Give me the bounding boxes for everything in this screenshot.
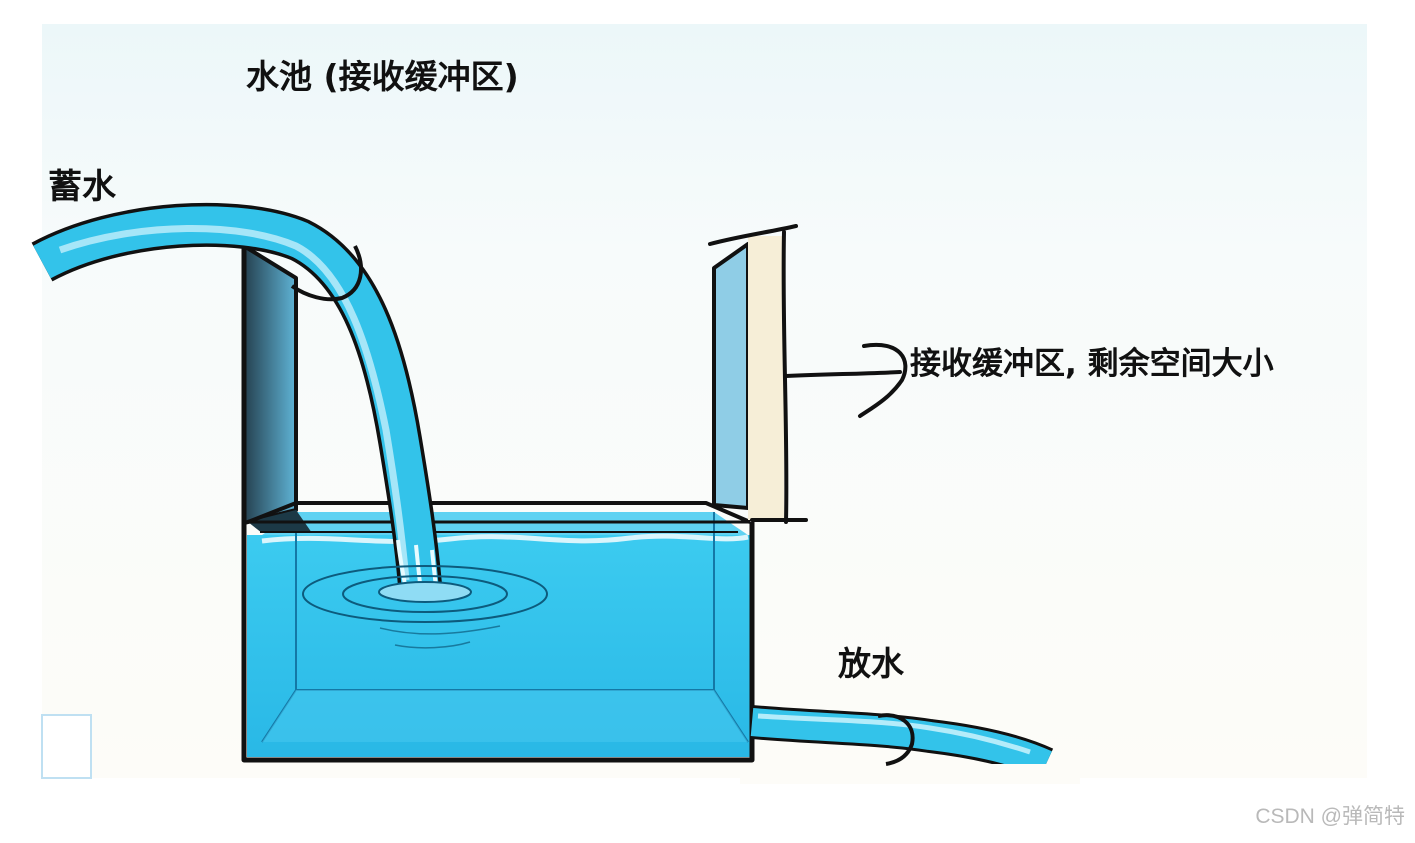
release-water-label: 放水 bbox=[838, 644, 904, 683]
tank-rim bbox=[247, 501, 751, 524]
inlet-hose-band bbox=[290, 245, 363, 302]
tank-back-right-wall bbox=[712, 242, 750, 510]
outlet-hose-highlight bbox=[757, 713, 1031, 755]
ripple-mid bbox=[342, 575, 508, 613]
buffer-space-panel bbox=[748, 236, 784, 520]
tank-outline bbox=[241, 246, 755, 763]
tank-floor bbox=[262, 690, 748, 742]
ripple-inner bbox=[378, 581, 472, 603]
buffer-top-mark bbox=[708, 224, 798, 246]
water-waves bbox=[261, 533, 749, 545]
remaining-space-label: 接收缓冲区, 剩余空间大小 bbox=[910, 346, 1274, 382]
store-water-label: 蓄水 bbox=[48, 167, 116, 207]
corner-tab bbox=[41, 714, 92, 779]
buffer-right-edge bbox=[781, 230, 789, 524]
ripple-reflection bbox=[379, 625, 501, 649]
pointer-bracket bbox=[858, 342, 908, 418]
outlet-hose bbox=[750, 708, 1052, 777]
tank-back-left-wall bbox=[242, 244, 298, 525]
watermark: CSDN @弹简特 bbox=[1255, 805, 1405, 828]
ripple-outer bbox=[302, 565, 548, 623]
pool-title-label: 水池 (接收缓冲区) bbox=[246, 57, 519, 96]
outlet-hose-mask bbox=[740, 764, 1080, 784]
outlet-hose-band bbox=[877, 713, 915, 766]
pointer-line bbox=[784, 370, 902, 378]
